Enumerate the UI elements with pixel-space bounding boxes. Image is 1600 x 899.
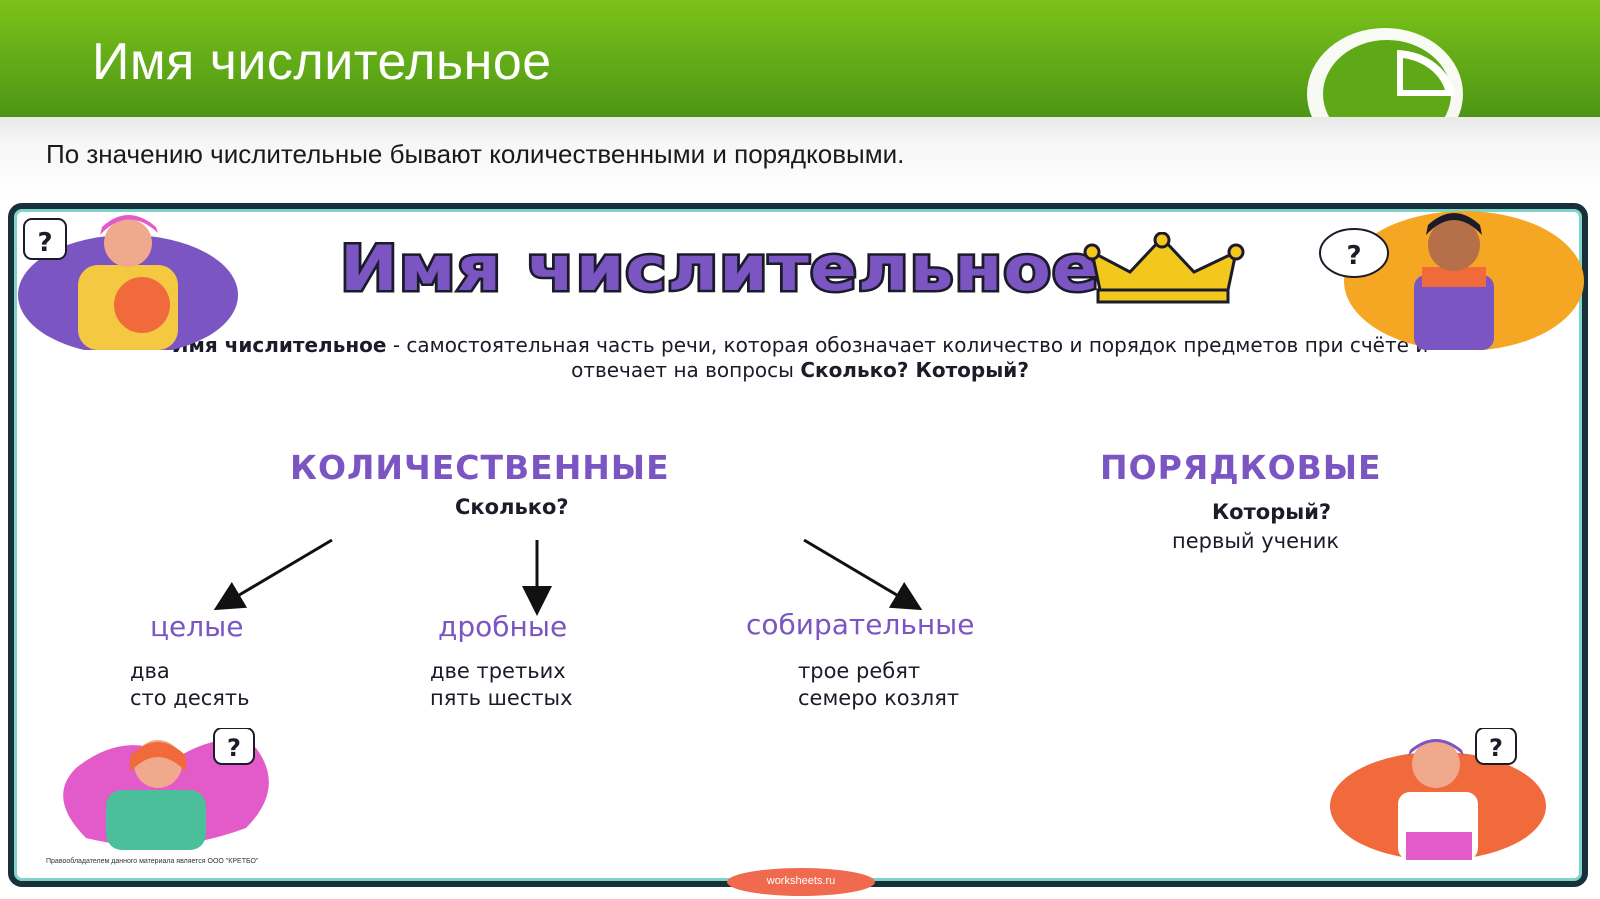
crown-icon	[1083, 232, 1245, 304]
slide-subtitle: По значению числительные бывают количест…	[46, 139, 905, 169]
group-example-collective-2: семеро козлят	[798, 686, 960, 710]
ordinal-example: первый ученик	[1172, 529, 1340, 553]
question-bubble-icon: ?	[37, 228, 52, 258]
cardinal-question: Сколько?	[455, 495, 569, 519]
definition-questions: Сколько? Который?	[800, 358, 1029, 382]
poster-title-text: Имя числительное	[340, 232, 1100, 305]
group-example-fractional-1: две третьих	[430, 659, 566, 683]
character-top-left: ?	[18, 215, 238, 350]
character-top-right: ?	[1319, 211, 1584, 350]
question-bubble-icon: ?	[1489, 734, 1503, 762]
group-example-collective-1: трое ребят	[798, 659, 921, 683]
ordinal-question: Который?	[1212, 500, 1332, 524]
definition-body: - самостоятельная часть речи, которая об…	[386, 333, 1429, 382]
group-label-fractional: дробные	[438, 610, 568, 643]
character-bottom-right: ?	[1330, 728, 1546, 860]
ordinal-heading: ПОРЯДКОВЫЕ	[1100, 448, 1382, 487]
slide-title: Имя числительное	[92, 33, 552, 91]
question-bubble-icon: ?	[1346, 241, 1361, 271]
group-label-collective: собирательные	[746, 608, 975, 641]
group-label-whole: целые	[150, 610, 244, 643]
character-bottom-left: ?	[63, 728, 269, 850]
copyright-note: Правообладателем данного материала являе…	[46, 858, 259, 865]
group-example-whole-1: два	[130, 659, 170, 683]
group-example-fractional-2: пять шестых	[430, 686, 573, 710]
group-example-whole-2: сто десять	[130, 686, 250, 710]
question-bubble-icon: ?	[227, 734, 241, 762]
watermark-badge: worksheets.ru	[727, 868, 875, 896]
definition-term: Имя числительное	[171, 333, 387, 357]
cardinal-heading: КОЛИЧЕСТВЕННЫЕ	[290, 448, 670, 487]
subtitle-band	[0, 117, 1600, 197]
poster-title: Имя числительное	[340, 232, 1245, 308]
definition-text: Имя числительное - самостоятельная часть…	[150, 333, 1450, 383]
